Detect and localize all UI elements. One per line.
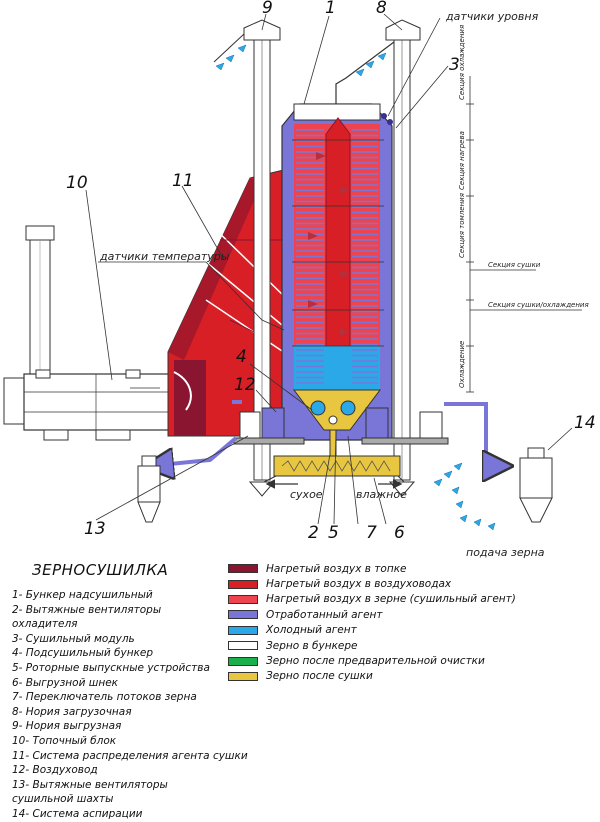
section-cooling-top: Секция охлаждения [458, 25, 466, 100]
furnace-block [3, 225, 175, 441]
parts-list-item: 9- Нория выгрузная [12, 720, 122, 733]
section-scale [466, 76, 582, 393]
leader-lines [85, 13, 573, 525]
parts-list-item: 14- Система аспирации [12, 807, 143, 820]
fan-units [233, 407, 449, 445]
parts-list-item: 4- Подсушильный бункер [12, 647, 154, 660]
wet-label: влажное [356, 488, 407, 501]
color-legend-label: Зерно в бункере [266, 639, 358, 652]
section-drying: Секция сушки [488, 261, 541, 269]
part-number-1: 1 [325, 0, 336, 18]
parts-list-item: 5- Роторные выпускные устройства [12, 661, 210, 674]
exhaust-flows [150, 400, 506, 466]
color-swatch [228, 564, 258, 574]
part-number-7: 7 [366, 523, 377, 543]
dry-label: сухое [290, 488, 323, 501]
part-number-4: 4 [236, 347, 247, 367]
part-number-13: 13 [84, 519, 106, 539]
section-drying-cooling: Секция сушки/охлаждения [488, 301, 589, 309]
parts-list-item: 11- Система распределения агента сушки [12, 749, 248, 762]
drying-tower [281, 103, 393, 441]
level-sensors-label: датчики уровня [445, 10, 539, 23]
grain-feed-label: подача зерна [466, 546, 545, 559]
color-swatch [228, 641, 258, 651]
part-number-9: 9 [262, 0, 273, 18]
part-number-8: 8 [376, 0, 387, 18]
color-legend-label: Нагретый воздух в топке [266, 562, 407, 575]
part-number-14: 14 [574, 413, 596, 433]
color-legend-label: Нагретый воздух в зерне (сушильный агент… [266, 593, 516, 606]
parts-list-item: 12- Воздуховод [12, 764, 98, 777]
parts-list: 1- Бункер надсушильный 2- Вытяжные вентил… [12, 588, 248, 822]
color-legend-item: Нагретый воздух в зерне (сушильный агент… [228, 592, 516, 607]
part-number-2: 2 [308, 523, 319, 543]
parts-list-item: 6- Выгрузной шнек [12, 676, 119, 689]
color-legend-item: Холодный агент [228, 623, 516, 638]
parts-list-item: 10- Топочный блок [12, 734, 117, 747]
section-cooling-bottom: Охлаждение [458, 341, 466, 388]
parts-list-item: 13- Вытяжные вентиляторы [12, 778, 168, 791]
section-tempering: Секция томления [458, 193, 466, 258]
part-number-10: 10 [66, 173, 88, 193]
color-legend-item: Отработанный агент [228, 607, 516, 622]
parts-list-item: сушильной шахты [12, 793, 114, 806]
color-legend-item: Зерно после предварительной очистки [228, 653, 516, 668]
part-number-3: 3 [449, 55, 460, 75]
color-legend-label: Зерно после сушки [266, 670, 373, 683]
color-legend-label: Зерно после предварительной очистки [266, 655, 485, 668]
part-number-12: 12 [234, 375, 256, 395]
temp-sensors-label: датчики температуры [99, 250, 230, 263]
part-number-6: 6 [394, 523, 405, 543]
parts-list-item: охладителя [12, 618, 78, 631]
color-swatch [228, 610, 258, 620]
parts-list-item: 8- Нория загрузочная [12, 705, 132, 718]
color-swatch [228, 579, 258, 589]
agent-distribution-duct [167, 167, 293, 437]
parts-list-item: 2- Вытяжные вентиляторы [12, 603, 162, 616]
color-legend-item: Зерно после сушки [228, 669, 516, 684]
section-heating: Секция нагрева [458, 131, 466, 190]
cyclone-right [519, 447, 553, 523]
legend-title: ЗЕРНОСУШИЛКА [32, 561, 169, 579]
grain-feed-path [215, 44, 496, 531]
color-swatch [228, 625, 258, 635]
cyclone-left [137, 455, 161, 523]
parts-list-item: 7- Переключатель потоков зерна [12, 691, 197, 704]
part-number-11: 11 [172, 171, 194, 191]
color-legend-label: Холодный агент [266, 624, 357, 637]
parts-list-item: 3- Сушильный модуль [12, 632, 135, 645]
color-swatch [228, 656, 258, 666]
color-swatch [228, 594, 258, 604]
color-legend-label: Отработанный агент [266, 608, 383, 621]
color-legend-item: Нагретый воздух в воздуховодах [228, 576, 516, 591]
color-legend-item: Нагретый воздух в топке [228, 561, 516, 576]
parts-list-item: 1- Бункер надсушильный [12, 589, 153, 601]
part-number-5: 5 [328, 523, 339, 543]
color-legend-label: Нагретый воздух в воздуховодах [266, 578, 452, 591]
color-swatch [228, 671, 258, 681]
color-legend-item: Зерно в бункере [228, 638, 516, 653]
